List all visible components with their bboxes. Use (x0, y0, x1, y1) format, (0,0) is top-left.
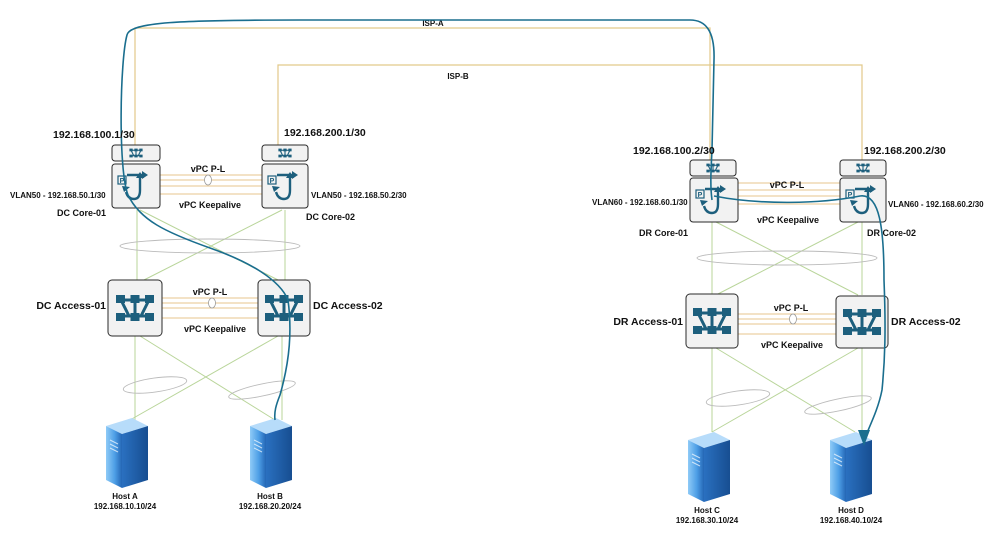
host-c-server-icon[interactable] (687, 431, 731, 503)
host-d-server-icon[interactable] (829, 431, 873, 503)
dc-core-01[interactable] (111, 144, 161, 209)
dr-access-peer-link-label: vPC P-L (774, 303, 809, 313)
dr-core-keepalive-label: vPC Keepalive (757, 215, 819, 225)
dr-access-01-name: DR Access-01 (613, 316, 683, 328)
flow-arrowhead-icon (858, 430, 870, 446)
dc-core-02-wan-ip: 192.168.200.1/30 (284, 127, 366, 139)
dc-host-a-portchannel (122, 376, 188, 394)
dr-access-peer-link-bundle (789, 313, 797, 325)
dr-core-01-name: DR Core-01 (639, 228, 688, 238)
dr-core-peer-link-label: vPC P-L (770, 180, 805, 190)
host-c-ip: 192.168.30.10/24 (676, 516, 739, 525)
dc-core-02[interactable] (261, 144, 309, 209)
dc-access-02[interactable] (257, 279, 311, 337)
dr-core-01[interactable] (689, 159, 739, 223)
isp-a-label: ISP-A (422, 19, 444, 28)
dc-core-peer-link-bundle (204, 174, 212, 186)
dr-access-02[interactable] (835, 295, 889, 349)
host-b-server-icon[interactable] (249, 417, 293, 489)
host-a-server-icon[interactable] (105, 417, 149, 489)
dr-host-d-portchannel (804, 395, 872, 415)
host-b-name: Host B (257, 492, 283, 501)
dc-access-01[interactable] (107, 279, 163, 337)
dr-core-to-access-links (711, 221, 863, 296)
host-a-ip: 192.168.10.10/24 (94, 502, 157, 511)
dr-core-01-wan-ip: 192.168.100.2/30 (633, 145, 715, 157)
dr-access-to-host-links (711, 347, 863, 433)
dr-core-01-vlan-ip: VLAN60 - 192.168.60.1/30 (592, 198, 688, 207)
dc-core-peer-link-label: vPC P-L (191, 164, 226, 174)
host-b-ip: 192.168.20.20/24 (239, 502, 302, 511)
host-c-name: Host C (694, 506, 720, 515)
dr-core-portchannel (696, 250, 878, 266)
dc-core-02-name: DC Core-02 (306, 212, 355, 222)
dc-host-b-portchannel (228, 380, 296, 400)
isp-a-link (134, 27, 711, 160)
dr-core-02-wan-ip: 192.168.200.2/30 (864, 145, 946, 157)
dc-access-peer-link-bundle (208, 297, 216, 309)
dc-core-keepalive-label: vPC Keepalive (179, 200, 241, 210)
host-a-name: Host A (112, 492, 138, 501)
dc-core-portchannel (119, 238, 301, 254)
host-d-name: Host D (838, 506, 864, 515)
host-d-ip: 192.168.40.10/24 (820, 516, 883, 525)
isp-b-label: ISP-B (447, 72, 469, 81)
dc-core-to-access-links (136, 209, 286, 283)
dc-access-keepalive-label: vPC Keepalive (184, 324, 246, 334)
dc-core-01-vlan-ip: VLAN50 - 192.168.50.1/30 (10, 191, 106, 200)
dr-core-02-name: DR Core-02 (867, 228, 916, 238)
dc-core-02-vlan-ip: VLAN50 - 192.168.50.2/30 (311, 191, 407, 200)
dc-access-01-name: DC Access-01 (36, 300, 106, 312)
dc-core-01-name: DC Core-01 (57, 208, 106, 218)
dr-access-keepalive-label: vPC Keepalive (761, 340, 823, 350)
dc-access-to-host-links (129, 335, 283, 421)
dr-core-vpc-links (738, 182, 840, 205)
dc-access-02-name: DC Access-02 (313, 300, 383, 312)
dr-host-c-portchannel (705, 389, 771, 407)
dc-access-peer-link-label: vPC P-L (193, 287, 228, 297)
dr-access-01[interactable] (685, 293, 739, 349)
dc-core-01-wan-ip: 192.168.100.1/30 (53, 129, 135, 141)
isp-b-link (277, 64, 863, 160)
dr-core-02[interactable] (839, 159, 887, 223)
dr-access-02-name: DR Access-02 (891, 316, 961, 328)
dr-access-vpc-links (738, 313, 836, 335)
dr-core-02-vlan-ip: VLAN60 - 192.168.60.2/30 (888, 200, 984, 209)
traffic-flow-path (120, 19, 886, 441)
